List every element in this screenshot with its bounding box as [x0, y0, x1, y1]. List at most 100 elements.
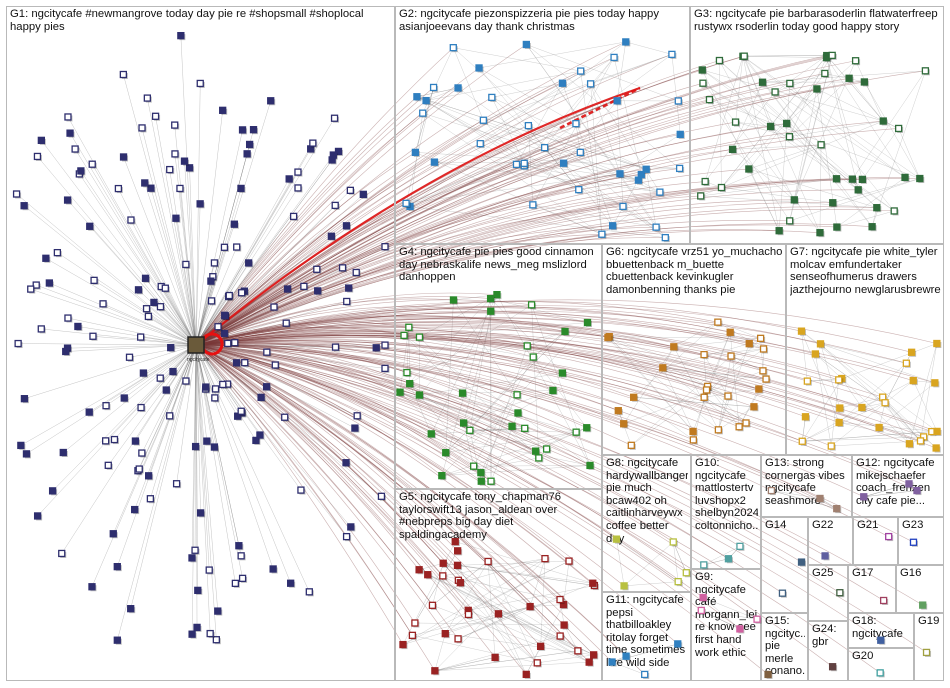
edge: [841, 378, 910, 444]
edge: [415, 87, 434, 153]
vertex-node: [214, 607, 223, 616]
edge: [195, 317, 914, 381]
edge: [49, 282, 197, 346]
edge: [195, 344, 625, 587]
edge: [195, 206, 877, 346]
vertex-node: [674, 640, 683, 649]
edge: [453, 299, 518, 395]
group-label: G24: gbr: [812, 623, 840, 648]
vertex-node: [755, 385, 764, 394]
edge: [176, 344, 197, 484]
vertex-node: [400, 331, 409, 340]
vertex-node: [520, 159, 529, 168]
vertex-node: [586, 80, 596, 89]
vertex-node: [243, 150, 252, 159]
edge: [861, 402, 886, 408]
edge: [789, 78, 850, 137]
edge: [195, 344, 579, 652]
vertex-node: [283, 285, 293, 294]
edge: [195, 41, 626, 346]
vertex-node: [453, 561, 463, 570]
vertex-node: [74, 322, 83, 331]
edge: [195, 233, 602, 346]
edge: [150, 344, 197, 499]
edge: [422, 112, 639, 181]
edge: [80, 170, 197, 346]
edge: [139, 344, 197, 470]
edge: [426, 70, 581, 101]
edge: [623, 541, 674, 587]
vertex-node: [238, 574, 248, 583]
vertex-node: [714, 426, 723, 435]
edge: [473, 465, 591, 467]
edge: [41, 140, 197, 346]
vertex-node: [102, 437, 111, 446]
vertex-node: [541, 554, 550, 564]
vertex-node: [821, 69, 830, 78]
edge: [820, 343, 841, 409]
vertex-node: [736, 625, 745, 634]
vertex-node: [641, 670, 650, 679]
vertex-node: [166, 412, 175, 421]
edge: [622, 206, 657, 228]
edge: [419, 394, 547, 450]
edge: [863, 483, 910, 498]
edge: [434, 57, 615, 163]
vertex-node: [300, 282, 309, 291]
edge: [786, 55, 833, 124]
edge: [195, 178, 290, 346]
edge: [878, 382, 935, 428]
vertex-node: [245, 140, 255, 149]
edge: [195, 344, 242, 412]
edge: [195, 344, 458, 566]
vertex-node: [832, 175, 841, 184]
edge: [195, 344, 215, 448]
edge: [815, 353, 886, 403]
edge: [863, 483, 910, 498]
edge: [195, 332, 707, 391]
vertex-node: [191, 546, 200, 555]
vertex-node: [415, 391, 424, 400]
edge: [195, 188, 242, 346]
vertex-node: [590, 651, 599, 660]
edge: [117, 344, 197, 641]
vertex-node: [235, 542, 244, 551]
vertex-node: [45, 279, 54, 288]
vertex-node: [233, 243, 242, 252]
edge: [590, 54, 672, 85]
vertex-node: [913, 486, 922, 496]
vertex-node: [42, 254, 51, 263]
group-g11: G11: ngcitycafe pepsi thatbilloakley rit…: [602, 592, 691, 681]
edge: [195, 344, 469, 611]
edge: [735, 121, 821, 233]
vertex-node: [542, 445, 552, 454]
vertex-node: [342, 222, 351, 231]
vertex-node: [63, 196, 73, 205]
vertex-node: [86, 222, 95, 231]
vertex-node: [620, 420, 629, 429]
edge: [409, 100, 618, 207]
edge: [195, 344, 208, 442]
vertex-node: [764, 670, 773, 679]
vertex-node: [848, 175, 857, 184]
vertex-node: [797, 327, 806, 336]
vertex-node: [715, 56, 724, 66]
vertex-node: [110, 435, 119, 445]
edge: [195, 334, 705, 398]
edge: [195, 329, 759, 390]
vertex-node: [415, 333, 424, 342]
vertex-node: [125, 353, 135, 362]
vertex-node: [427, 430, 436, 439]
vertex-node: [381, 341, 390, 350]
edge: [195, 344, 444, 564]
edge: [480, 143, 624, 207]
vertex-node: [245, 259, 254, 268]
edge: [134, 344, 197, 510]
edge: [195, 344, 464, 424]
edge: [527, 331, 566, 347]
edge: [717, 321, 761, 339]
vertex-node: [381, 364, 390, 373]
vertex-node: [396, 388, 405, 397]
edge: [140, 336, 197, 346]
edge: [195, 152, 581, 346]
